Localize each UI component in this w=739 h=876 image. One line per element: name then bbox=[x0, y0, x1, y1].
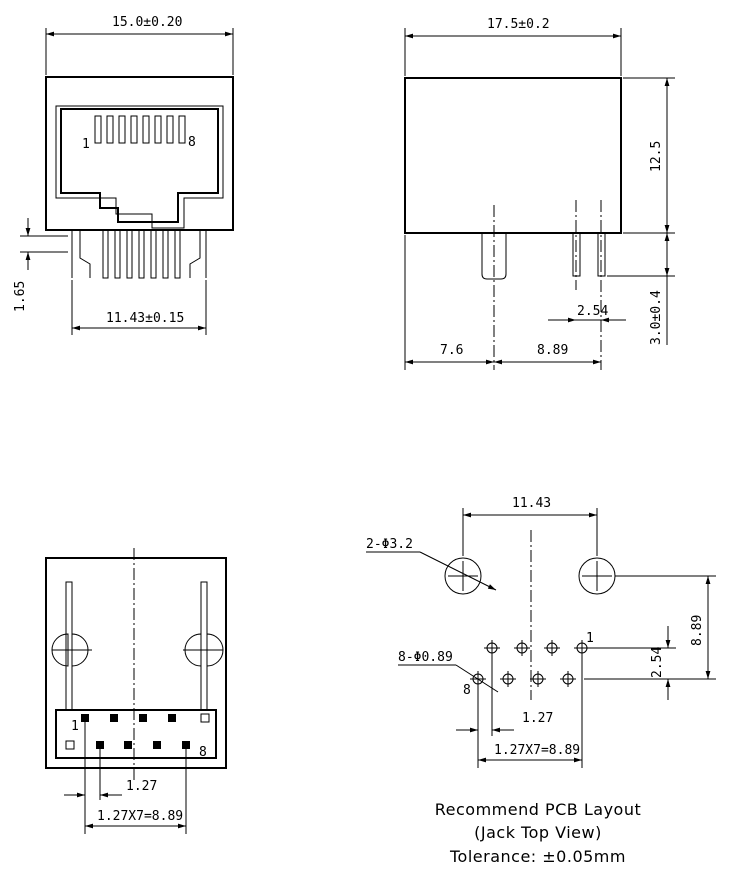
front-contacts bbox=[94, 115, 186, 144]
bottom-total-pitch-dim: 1.27X7=8.89 bbox=[97, 809, 183, 824]
side-offset-dim: 7.6 bbox=[440, 343, 463, 358]
bottom-pin-1-label: 1 bbox=[71, 719, 79, 734]
side-row-span-dim: 8.89 bbox=[537, 343, 568, 358]
side-height-dim: 12.5 bbox=[649, 141, 664, 172]
front-pins bbox=[71, 229, 207, 279]
pcb-mount-hole-left bbox=[444, 557, 482, 595]
pcb-pin-hole-label: 8-Φ0.89 bbox=[398, 650, 453, 665]
front-port-outline bbox=[55, 105, 224, 229]
front-pin-1-label: 1 bbox=[82, 137, 90, 152]
pcb-row-offset-dim: 2.54 bbox=[650, 647, 665, 678]
front-housing bbox=[45, 76, 234, 231]
pcb-pitch-dim: 1.27 bbox=[522, 711, 553, 726]
bottom-pitch-dim: 1.27 bbox=[126, 779, 157, 794]
front-pin-span-dim: 11.43±0.15 bbox=[106, 311, 184, 326]
front-pin-8-label: 8 bbox=[188, 135, 196, 150]
pcb-pin-8-label: 8 bbox=[463, 683, 471, 698]
side-view: 17.5±0.2 12.5 3.0±0.4 2.54 7.6 8.89 bbox=[404, 17, 675, 370]
pcb-pin-1-label: 1 bbox=[586, 631, 594, 646]
pcb-hole-span-dim: 11.43 bbox=[512, 496, 551, 511]
pcb-caption-title: Recommend PCB Layout bbox=[435, 800, 642, 819]
front-port-opening bbox=[60, 108, 219, 223]
pcb-caption-view: (Jack Top View) bbox=[474, 823, 602, 842]
pcb-layout-view: 11.43 2-Φ3.2 1 8 8-Φ0.89 8.89 2.54 bbox=[366, 496, 716, 866]
bottom-peg-right bbox=[183, 633, 224, 667]
side-pin-length-dim: 3.0±0.4 bbox=[649, 290, 664, 345]
front-view: 1 8 15.0±0.20 1.65 11.43±0. bbox=[13, 15, 234, 335]
side-depth-dim: 17.5±0.2 bbox=[487, 17, 550, 32]
bottom-view: 1 8 1.27 1.27X7=8.89 bbox=[45, 548, 227, 834]
pcb-total-pitch-dim: 1.27X7=8.89 bbox=[494, 743, 580, 758]
pcb-caption-tolerance: Tolerance: ±0.05mm bbox=[449, 847, 626, 866]
bottom-peg-left bbox=[51, 633, 92, 667]
side-pitch-dim: 2.54 bbox=[577, 304, 608, 319]
bottom-pins bbox=[81, 714, 190, 749]
bottom-pin-8-label: 8 bbox=[199, 745, 207, 760]
side-peg bbox=[481, 233, 507, 280]
pcb-mount-hole-label: 2-Φ3.2 bbox=[366, 537, 413, 552]
side-housing bbox=[404, 77, 622, 234]
front-standoff-dim: 1.65 bbox=[13, 281, 28, 312]
front-width-dim: 15.0±0.20 bbox=[112, 15, 182, 30]
pcb-pin-holes bbox=[470, 640, 590, 687]
pcb-vertical-offset-dim: 8.89 bbox=[690, 615, 705, 646]
bottom-pin-block bbox=[55, 709, 217, 759]
bottom-housing bbox=[45, 557, 227, 769]
